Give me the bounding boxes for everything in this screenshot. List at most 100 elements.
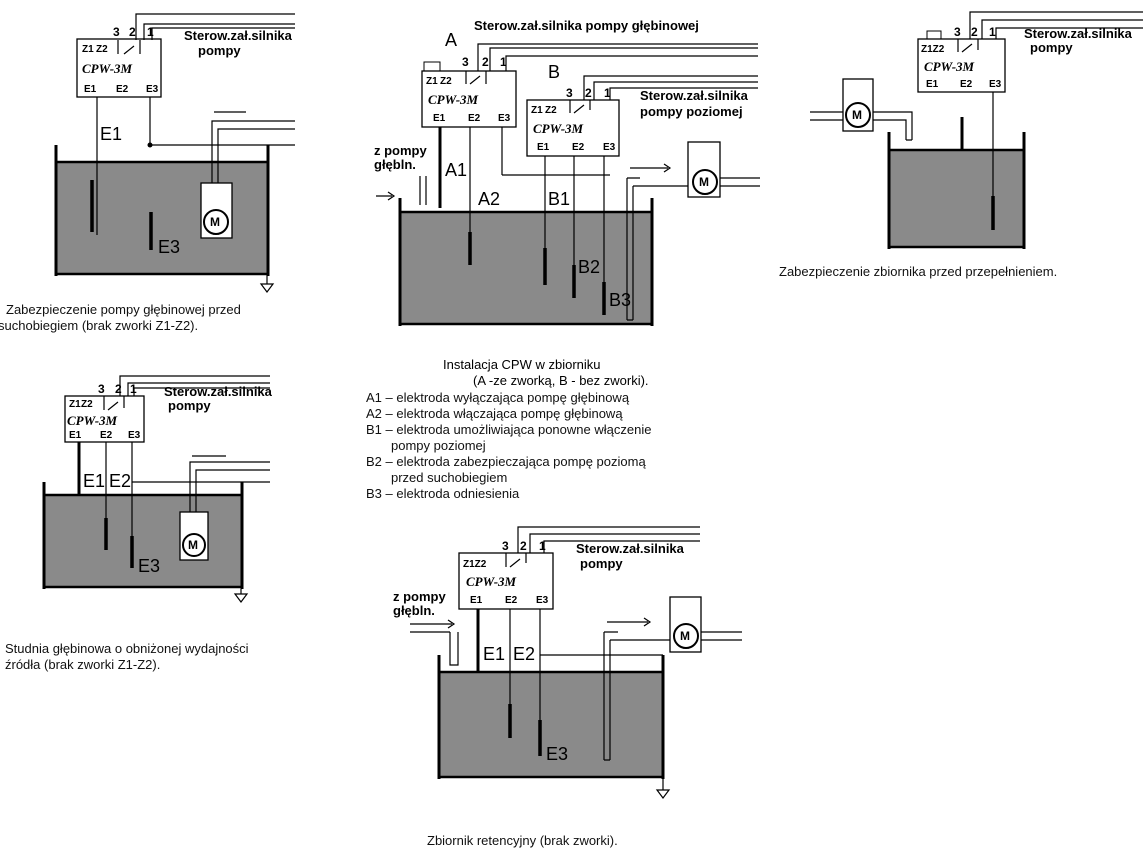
svg-text:E1: E1 [537,142,550,153]
svg-text:CPW-3M: CPW-3M [924,59,975,74]
water-tank [887,148,1026,249]
svg-text:E2: E2 [100,430,113,441]
svg-text:E1: E1 [433,113,446,124]
svg-text:2: 2 [115,382,122,396]
svg-text:Sterow.zał.silnika: Sterow.zał.silnika [184,28,293,43]
svg-text:A2: A2 [478,189,500,209]
svg-text:3: 3 [954,25,961,39]
legend-item: B2 – elektroda zabezpieczająca pompę poz… [366,454,646,469]
svg-text:2: 2 [482,55,489,69]
svg-text:E3: E3 [603,142,616,153]
svg-text:2: 2 [129,25,136,39]
svg-text:Z1: Z1 [426,76,438,87]
svg-text:E3: E3 [158,237,180,257]
svg-text:Z1Z2: Z1Z2 [463,559,487,570]
svg-text:CPW-3M: CPW-3M [466,574,517,589]
water-tank [42,493,244,589]
svg-text:Z2: Z2 [440,76,452,87]
svg-text:E1: E1 [470,595,483,606]
svg-text:Z1: Z1 [82,44,94,55]
svg-text:E1: E1 [69,430,82,441]
svg-text:pompy: pompy [580,556,623,571]
svg-text:(A -ze zworką, B - bez zworki): (A -ze zworką, B - bez zworki). [473,373,649,388]
diagram-top-left: Z1 Z2 CPW-3M E1 E2 E3 3 2 1 Sterow.zał.s… [54,13,295,293]
svg-text:B1: B1 [548,189,570,209]
svg-text:Sterow.zał.silnika: Sterow.zał.silnika [576,541,685,556]
svg-text:M: M [680,629,690,643]
water-tank [398,210,654,326]
svg-text:E3: E3 [138,556,160,576]
legend-item: przed suchobiegiem [391,470,508,485]
svg-text:Sterow.zał.silnika: Sterow.zał.silnika [164,384,273,399]
svg-text:A1: A1 [445,160,467,180]
svg-text:1: 1 [500,55,507,69]
svg-text:E2: E2 [109,471,131,491]
cpw-controller [917,38,1006,93]
svg-text:pompy poziomej: pompy poziomej [640,104,743,119]
svg-text:E2: E2 [572,142,585,153]
caption-top-right: Zabezpieczenie zbiornika przed przepełni… [779,264,1058,279]
caption-top-left: Zabezpieczenie pompy głębinowej przed su… [0,302,241,333]
legend-item: A2 – elektroda włączająca pompę głębinow… [366,406,623,421]
caption-mid-left: Studnia głębinowa o obniżonej wydajności… [5,641,249,672]
svg-text:M: M [699,175,709,189]
svg-text:Z2: Z2 [96,44,108,55]
svg-text:głębln.: głębln. [393,603,435,618]
svg-text:3: 3 [566,86,573,100]
svg-text:3: 3 [113,25,120,39]
legend-item: B1 – elektroda umożliwiająca ponowne włą… [366,422,652,437]
svg-text:E3: E3 [146,84,159,95]
svg-text:CPW-3M: CPW-3M [428,92,479,107]
svg-text:B: B [548,62,560,82]
svg-text:Z1: Z1 [69,399,81,410]
svg-text:2: 2 [971,25,978,39]
diagram-top-right: Z1Z2 CPW-3M E1 E2 E3 3 2 1 Sterow.zał.si… [810,11,1143,249]
svg-text:M: M [210,215,220,229]
svg-text:z pompy: z pompy [393,589,446,604]
svg-text:E3: E3 [128,430,141,441]
svg-text:2: 2 [520,539,527,553]
caption-bottom: Zbiornik retencyjny (brak zworki). [427,833,618,848]
svg-text:3: 3 [462,55,469,69]
svg-text:CPW-3M: CPW-3M [82,61,133,76]
svg-text:B2: B2 [578,257,600,277]
water-tank [437,670,665,779]
svg-text:E3: E3 [536,595,549,606]
diagram-mid-left: Z1 Z2 CPW-3M E1 E2 E3 3 2 1 Sterow.zał.s… [42,375,273,603]
svg-text:Sterow.zał.silnika: Sterow.zał.silnika [1024,26,1133,41]
svg-text:CPW-3M: CPW-3M [67,413,118,428]
svg-text:E2: E2 [468,113,481,124]
svg-text:Sterow.zał.silnika: Sterow.zał.silnika [640,88,749,103]
svg-text:Z1: Z1 [531,105,543,116]
svg-text:M: M [188,538,198,552]
svg-text:E2: E2 [513,644,535,664]
svg-text:1: 1 [604,86,611,100]
svg-text:1: 1 [147,25,154,39]
svg-text:E1: E1 [84,84,97,95]
cpw-controller [76,38,162,98]
svg-text:E2: E2 [505,595,518,606]
svg-text:E2: E2 [960,79,973,90]
svg-text:2: 2 [585,86,592,100]
svg-text:E1: E1 [83,471,105,491]
svg-text:E3: E3 [498,113,511,124]
svg-text:Z1Z2: Z1Z2 [921,44,945,55]
svg-text:E1: E1 [926,79,939,90]
svg-text:1: 1 [989,25,996,39]
cpw-controller-a [421,70,517,128]
svg-text:CPW-3M: CPW-3M [533,121,584,136]
svg-text:E2: E2 [116,84,129,95]
svg-text:Sterow.zał.silnika pompy głębi: Sterow.zał.silnika pompy głębinowej [474,18,699,33]
water-tank [54,160,270,276]
svg-text:E1: E1 [100,124,122,144]
svg-text:z pompy: z pompy [374,143,427,158]
electrode-legend: A1 – elektroda wyłączająca pompę głębino… [366,390,651,502]
legend-item: pompy poziomej [391,438,486,453]
svg-text:E1: E1 [483,644,505,664]
legend-item: A1 – elektroda wyłączająca pompę głębino… [366,390,630,405]
svg-text:pompy: pompy [168,398,211,413]
legend-item: B3 – elektroda odniesienia [366,486,520,501]
svg-text:A: A [445,30,457,50]
svg-text:1: 1 [539,539,546,553]
